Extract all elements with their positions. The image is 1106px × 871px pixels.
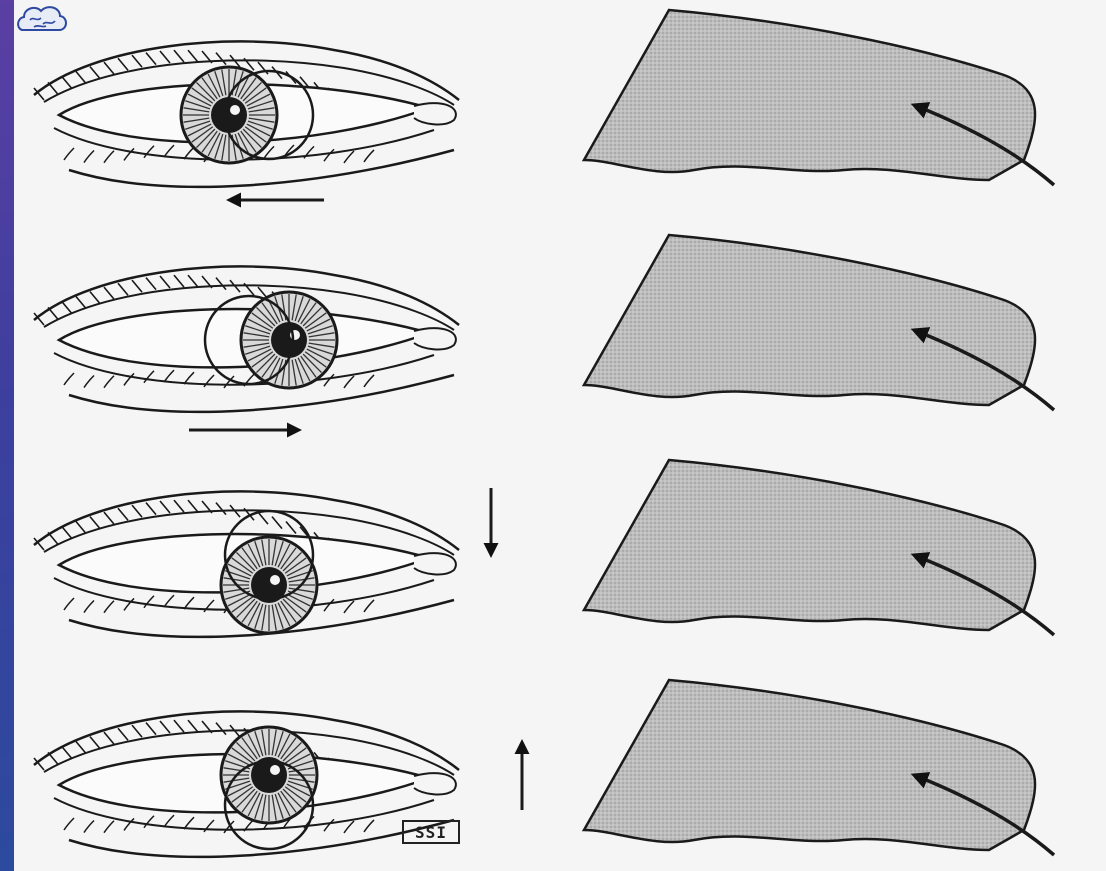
pupil — [271, 322, 307, 358]
pupil-highlight — [230, 105, 240, 115]
lens-card — [584, 235, 1054, 410]
eye-illustration — [34, 711, 459, 856]
lens-card — [584, 460, 1054, 635]
diagram-row-right — [34, 235, 1054, 430]
pupil-highlight — [270, 765, 280, 775]
eye-illustration — [34, 266, 459, 411]
eye-illustration — [34, 491, 459, 636]
artist-signature: SSI — [415, 823, 447, 842]
eye-movement-diagram — [14, 0, 1106, 871]
pupil-highlight — [270, 575, 280, 585]
diagram-row-up — [34, 680, 1054, 857]
illustration-canvas: SSI — [14, 0, 1106, 871]
brain-logo-icon — [14, 0, 70, 38]
lens-card — [584, 680, 1054, 855]
diagram-row-down — [34, 460, 1054, 637]
diagram-row-left — [34, 10, 1054, 200]
lens-card — [584, 10, 1054, 185]
eye-illustration — [34, 41, 459, 186]
pupil — [211, 97, 247, 133]
artist-signature-box: SSI — [402, 820, 460, 844]
